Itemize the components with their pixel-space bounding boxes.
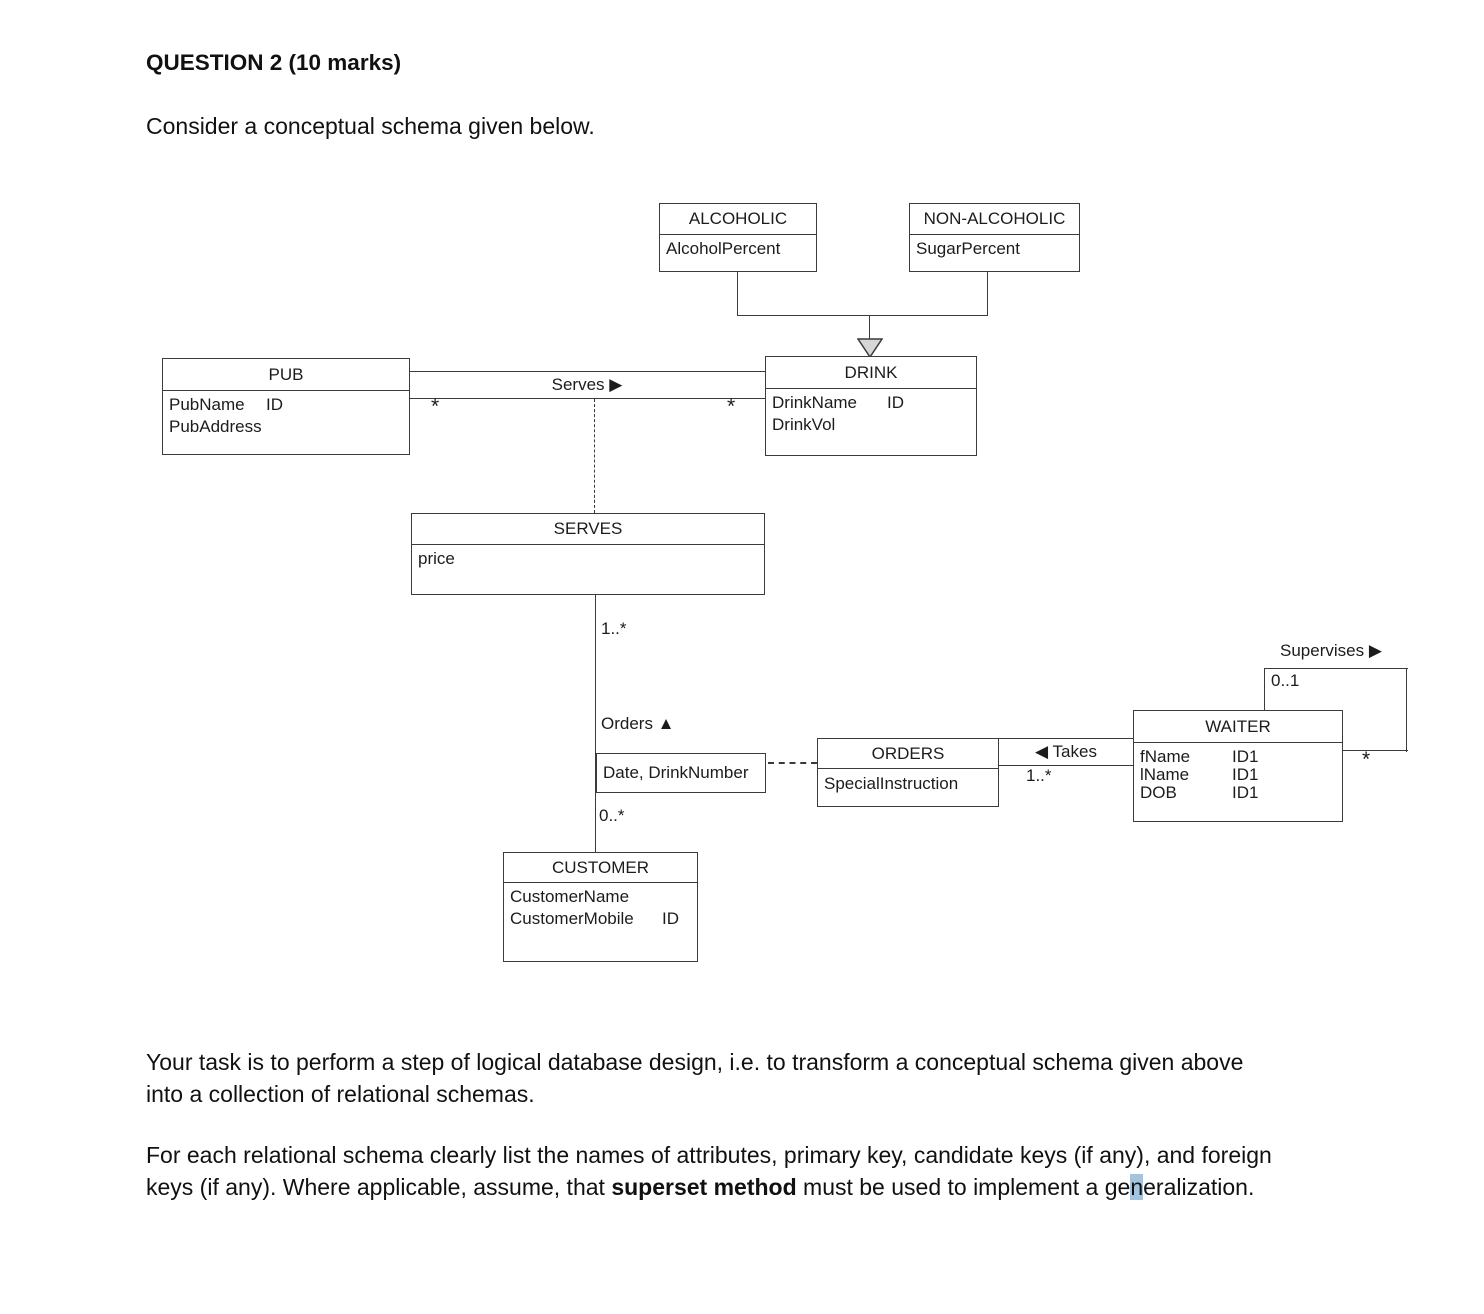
attribute-name: DrinkVol: [772, 415, 836, 434]
entity-pub: PUB PubName ID PubAddress: [162, 358, 410, 455]
entity-customer: CUSTOMER CustomerName CustomerMobile ID: [503, 852, 698, 962]
attribute-id-tag: ID1: [1232, 747, 1259, 766]
entity-drink-title: DRINK: [766, 357, 976, 389]
generalization-triangle-icon: [857, 338, 883, 358]
attribute-row: CustomerName: [510, 886, 697, 908]
attribute-name: PubAddress: [169, 417, 262, 436]
attribute-name: PubName: [169, 395, 245, 414]
entity-orders-title: ORDERS: [818, 739, 998, 769]
supervises-loop-top: [1264, 668, 1408, 669]
attribute-name: SugarPercent: [916, 239, 1020, 258]
supervises-multiplicity-min: 0..1: [1271, 671, 1300, 690]
entity-serves: SERVES price: [411, 513, 765, 595]
attribute-name: AlcoholPercent: [666, 239, 781, 258]
entity-pub-title: PUB: [163, 359, 409, 391]
serves-multiplicity-drink: *: [727, 395, 736, 418]
attribute-name: CustomerName: [510, 887, 630, 906]
orders-multiplicity-serves: 1..*: [601, 619, 627, 638]
attribute-name: lName: [1140, 765, 1190, 784]
attribute-id-tag: ID: [662, 909, 679, 928]
association-serves-label: Serves ▶: [551, 375, 623, 394]
requirements-line2-end: eralization.: [1143, 1174, 1255, 1200]
entity-customer-title: CUSTOMER: [504, 853, 697, 883]
association-supervises-label: Supervises ▶: [1280, 641, 1382, 660]
serves-association-class-dashed-line: [594, 399, 595, 513]
entity-orders: ORDERS SpecialInstruction: [817, 738, 999, 807]
entity-orders-attributes: SpecialInstruction: [818, 769, 998, 795]
attribute-row: AlcoholPercent: [666, 238, 816, 260]
attribute-id-tag: ID: [266, 395, 283, 414]
attribute-name: price: [418, 549, 455, 568]
task-line-2: into a collection of relational schemas.: [146, 1081, 535, 1107]
requirements-line-2: keys (if any). Where applicable, assume,…: [146, 1171, 1456, 1203]
attribute-name: DrinkName: [772, 393, 858, 412]
attribute-row: SugarPercent: [916, 238, 1079, 260]
entity-customer-attributes: CustomerName CustomerMobile ID: [504, 883, 697, 930]
attribute-id-tag: ID: [887, 393, 904, 412]
task-paragraph: Your task is to perform a step of logica…: [146, 1046, 1456, 1110]
attribute-id-tag: ID1: [1232, 765, 1259, 784]
attribute-row: PubName ID: [169, 394, 409, 416]
orders-association-label: Orders ▲: [601, 714, 675, 733]
generalization-line-horizontal: [737, 315, 988, 316]
attribute-row: DrinkName ID: [772, 392, 976, 414]
attribute-row: PubAddress: [169, 416, 409, 438]
attribute-row: DrinkVol: [772, 414, 976, 436]
entity-alcoholic-title: ALCOHOLIC: [660, 204, 816, 235]
attribute-name: SpecialInstruction: [824, 774, 959, 793]
supervises-loop-left: [1264, 668, 1265, 710]
requirements-line2-start: keys (if any). Where applicable, assume,…: [146, 1174, 612, 1200]
generalization-line-alcoholic: [737, 272, 738, 315]
entity-alcoholic-attributes: AlcoholPercent: [660, 235, 816, 260]
attribute-row: fName ID1: [1140, 748, 1342, 766]
attribute-row: DOB ID1: [1140, 784, 1342, 802]
task-line-1: Your task is to perform a step of logica…: [146, 1049, 1244, 1075]
requirements-line-1: For each relational schema clearly list …: [146, 1142, 1272, 1168]
generalization-line-non-alcoholic: [987, 271, 988, 315]
entity-non-alcoholic: NON-ALCOHOLIC SugarPercent: [909, 203, 1080, 272]
superset-method-bold: superset method: [611, 1174, 797, 1200]
entity-drink-attributes: DrinkName ID DrinkVol: [766, 389, 976, 436]
entity-waiter-title: WAITER: [1134, 711, 1342, 743]
entity-non-alcoholic-title: NON-ALCOHOLIC: [910, 204, 1079, 235]
highlighted-character: n: [1130, 1174, 1144, 1200]
entity-drink: DRINK DrinkName ID DrinkVol: [765, 356, 977, 456]
entity-non-alcoholic-attributes: SugarPercent: [910, 235, 1079, 260]
entity-serves-title: SERVES: [412, 514, 764, 545]
entity-pub-attributes: PubName ID PubAddress: [163, 391, 409, 438]
orders-association-line: [595, 595, 596, 852]
orders-multiplicity-customer: 0..*: [599, 806, 625, 825]
association-takes-label: ◀ Takes: [1035, 742, 1097, 761]
intro-text: Consider a conceptual schema given below…: [146, 113, 595, 139]
requirements-paragraph: For each relational schema clearly list …: [146, 1139, 1456, 1203]
association-serves: Serves ▶: [409, 371, 765, 399]
supervises-loop-bottom: [1343, 750, 1408, 751]
attribute-row: CustomerMobile ID: [510, 908, 697, 930]
supervises-loop-right: [1406, 668, 1407, 752]
attribute-name: DOB: [1140, 783, 1177, 802]
attribute-name: CustomerMobile: [510, 909, 634, 928]
entity-alcoholic: ALCOHOLIC AlcoholPercent: [659, 203, 817, 272]
attribute-row: lName ID1: [1140, 766, 1342, 784]
orders-association-class-dashed-line: [768, 762, 817, 764]
attribute-row: price: [418, 548, 764, 570]
requirements-line2-mid: must be used to implement a ge: [796, 1174, 1131, 1200]
orders-qualifier-box: Date, DrinkNumber: [596, 753, 766, 793]
question-title: QUESTION 2 (10 marks): [146, 50, 402, 75]
attribute-row: SpecialInstruction: [824, 773, 998, 795]
attribute-id-tag: ID1: [1232, 783, 1259, 802]
orders-qualifier-label: Date, DrinkNumber: [603, 763, 749, 782]
takes-multiplicity: 1..*: [1026, 766, 1052, 785]
entity-serves-attributes: price: [412, 545, 764, 570]
attribute-name: fName: [1140, 747, 1191, 766]
generalization-line-stem: [869, 315, 870, 340]
supervises-multiplicity-many: *: [1362, 748, 1371, 771]
serves-multiplicity-pub: *: [431, 395, 440, 418]
association-takes: ◀ Takes: [999, 738, 1133, 766]
